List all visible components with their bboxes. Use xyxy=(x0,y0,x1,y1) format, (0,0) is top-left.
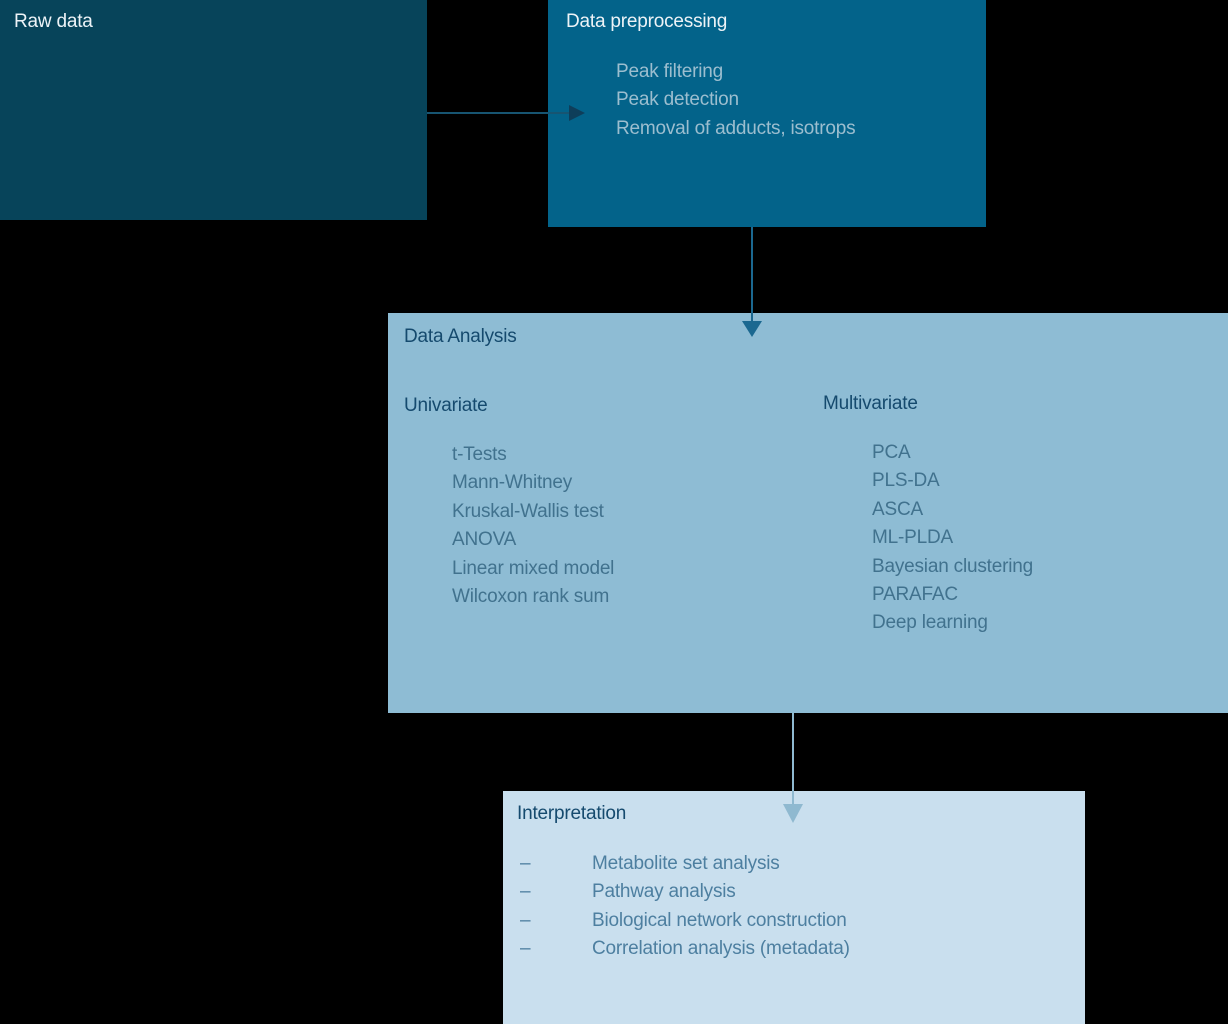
multivariate-item: PARAFAC xyxy=(872,584,958,606)
multivariate-item: Bayesian clustering xyxy=(872,555,1033,577)
multivariate-item: PLS-DA xyxy=(872,470,940,492)
interpretation-list: – Metabolite set analysis – Pathway anal… xyxy=(520,850,1077,964)
univariate-item: Kruskal-Wallis test xyxy=(452,500,604,522)
raw-data-box: Raw data xyxy=(0,0,427,220)
univariate-item: ANOVA xyxy=(452,529,517,551)
interpretation-item-label: Correlation analysis (metadata) xyxy=(592,938,850,960)
interpretation-box: Interpretation – Metabolite set analysis… xyxy=(503,791,1085,1024)
interpretation-title: Interpretation xyxy=(517,803,627,824)
arrow-raw-to-preprocessing-line xyxy=(427,112,569,114)
preprocessing-title: Data preprocessing xyxy=(566,11,728,32)
preprocessing-box: Data preprocessing Peak filtering Peak d… xyxy=(548,0,986,227)
dash-icon: – xyxy=(520,909,531,931)
dash-icon: – xyxy=(520,853,531,874)
arrowhead-right-icon xyxy=(569,105,585,121)
interpretation-item-label: Metabolite set analysis xyxy=(592,853,780,874)
arrow-analysis-to-interpretation-line xyxy=(792,713,794,804)
analysis-title: Data Analysis xyxy=(404,326,517,347)
univariate-item: Wilcoxon rank sum xyxy=(452,586,610,608)
dash-icon: – xyxy=(520,881,531,903)
multivariate-item: ASCA xyxy=(872,498,923,520)
arrowhead-down-icon xyxy=(783,804,803,823)
univariate-item: Linear mixed model xyxy=(452,557,615,579)
arrowhead-down-icon xyxy=(742,321,762,337)
dash-icon: – xyxy=(520,938,531,960)
interpretation-item: – Correlation analysis (metadata) xyxy=(520,935,1077,963)
preprocessing-item: Peak detection xyxy=(616,89,739,111)
multivariate-item: PCA xyxy=(872,442,911,463)
preprocessing-item: Peak filtering xyxy=(616,61,724,82)
multivariate-item: ML-PLDA xyxy=(872,527,953,549)
arrow-preprocessing-to-analysis-line xyxy=(751,227,753,321)
univariate-item: t-Tests xyxy=(452,444,507,465)
multivariate-item: Deep learning xyxy=(872,612,988,634)
interpretation-item-label: Biological network construction xyxy=(592,909,847,931)
interpretation-item: – Pathway analysis xyxy=(520,878,1077,906)
interpretation-item: – Biological network construction xyxy=(520,907,1077,935)
interpretation-item: – Metabolite set analysis xyxy=(520,850,1077,878)
interpretation-item-label: Pathway analysis xyxy=(592,881,736,903)
preprocessing-list: Peak filtering Peak detection Removal of… xyxy=(616,58,856,143)
multivariate-list: PCA PLS-DA ASCA ML-PLDA Bayesian cluster… xyxy=(872,439,1033,638)
analysis-box: Data Analysis Univariate t-Tests Mann-Wh… xyxy=(388,313,1228,713)
univariate-heading: Univariate xyxy=(404,395,488,416)
univariate-list: t-Tests Mann-Whitney Kruskal-Wallis test… xyxy=(452,441,614,611)
multivariate-heading: Multivariate xyxy=(823,393,918,414)
univariate-item: Mann-Whitney xyxy=(452,472,573,494)
raw-data-title: Raw data xyxy=(14,11,93,32)
preprocessing-item: Removal of adducts, isotrops xyxy=(616,117,856,139)
